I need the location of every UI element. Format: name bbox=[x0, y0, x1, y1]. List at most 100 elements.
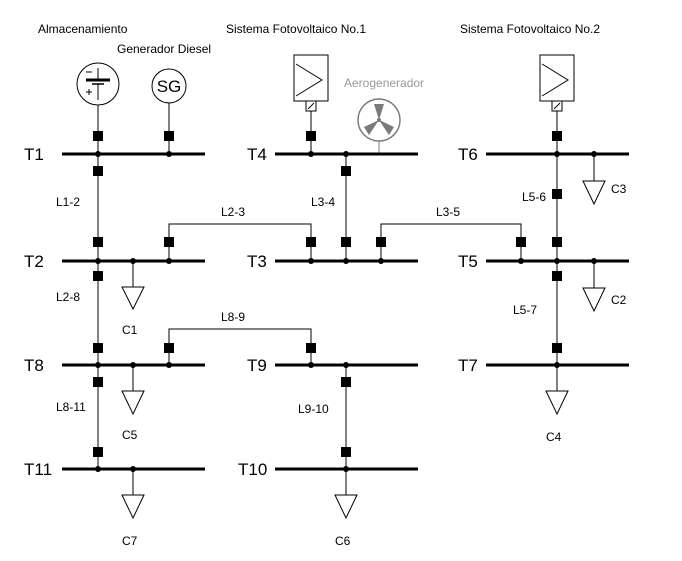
line-label-l5-7: L5-7 bbox=[513, 303, 537, 317]
pv-panel-2-icon bbox=[539, 54, 575, 112]
breaker-17 bbox=[93, 343, 103, 353]
junction-dot-15 bbox=[591, 258, 597, 264]
pv-system-1-label: Sistema Fotovoltaico No.1 bbox=[226, 22, 366, 36]
diesel-generator-icon: SG bbox=[151, 68, 187, 104]
breaker-6 bbox=[341, 166, 351, 176]
line-label-l2-3: L2-3 bbox=[221, 205, 245, 219]
junction-dot-22 bbox=[95, 466, 101, 472]
load-c7 bbox=[121, 469, 145, 520]
junctions-group bbox=[95, 151, 597, 472]
line-l8-9 bbox=[168, 328, 312, 365]
bus-label-t2: T2 bbox=[24, 252, 44, 271]
line-label-l3-4: L3-4 bbox=[311, 195, 335, 209]
junction-dot-10 bbox=[308, 258, 314, 264]
breaker-14 bbox=[516, 237, 526, 247]
bus-label-t7: T7 bbox=[458, 356, 478, 375]
load-label-c7: C7 bbox=[122, 534, 138, 548]
junction-dot-8 bbox=[130, 258, 136, 264]
line-label-l8-9: L8-9 bbox=[221, 310, 245, 324]
bus-label-t8: T8 bbox=[24, 356, 44, 375]
junction-dot-4 bbox=[343, 151, 349, 157]
breaker-18 bbox=[93, 377, 103, 387]
breaker-23 bbox=[93, 447, 103, 457]
load-label-c1: C1 bbox=[122, 323, 138, 337]
breaker-16 bbox=[552, 271, 562, 281]
junction-dot-23 bbox=[130, 466, 136, 472]
load-label-c2: C2 bbox=[611, 293, 627, 307]
pv-system-2-label: Sistema Fotovoltaico No.2 bbox=[460, 22, 600, 36]
line-label-l2-8: L2-8 bbox=[56, 290, 80, 304]
bus-label-t1: T1 bbox=[24, 145, 44, 164]
breaker-22 bbox=[552, 343, 562, 353]
junction-dot-6 bbox=[591, 151, 597, 157]
line-l2-3 bbox=[168, 223, 312, 261]
sg-symbol-text: SG bbox=[157, 77, 182, 96]
load-c1 bbox=[121, 261, 145, 311]
line-l3-5 bbox=[380, 223, 522, 261]
load-label-c5: C5 bbox=[122, 428, 138, 442]
breaker-21 bbox=[341, 377, 351, 387]
storage-label: Almacenamiento bbox=[38, 22, 128, 36]
junction-dot-2 bbox=[166, 151, 172, 157]
breaker-4 bbox=[306, 131, 316, 141]
junction-dot-21 bbox=[554, 362, 560, 368]
junction-dot-13 bbox=[518, 258, 524, 264]
breaker-8 bbox=[93, 237, 103, 247]
breaker-12 bbox=[341, 237, 351, 247]
breaker-9 bbox=[93, 271, 103, 281]
bus-label-t3: T3 bbox=[247, 252, 267, 271]
wind-generator-label: Aerogenerador bbox=[344, 76, 424, 90]
junction-dot-9 bbox=[166, 258, 172, 264]
junction-dot-7 bbox=[95, 258, 101, 264]
line-label-l8-11: L8-11 bbox=[56, 400, 86, 414]
junction-dot-18 bbox=[166, 362, 172, 368]
breaker-7 bbox=[552, 189, 562, 199]
breaker-20 bbox=[306, 343, 316, 353]
breaker-10 bbox=[164, 237, 174, 247]
line-label-l1-2: L1-2 bbox=[56, 195, 80, 209]
line-label-l5-6: L5-6 bbox=[522, 190, 546, 204]
line-label-l3-5: L3-5 bbox=[436, 205, 460, 219]
pv-panel-1-icon bbox=[293, 54, 329, 112]
load-c5 bbox=[121, 365, 145, 416]
junction-dot-12 bbox=[378, 258, 384, 264]
bus-label-t11: T11 bbox=[24, 460, 52, 479]
breaker-19 bbox=[164, 343, 174, 353]
breakers-group bbox=[93, 131, 562, 457]
bus-label-t10: T10 bbox=[238, 460, 267, 479]
junction-dot-11 bbox=[343, 258, 349, 264]
line-label-l9-10: L9-10 bbox=[298, 402, 329, 416]
breaker-5 bbox=[552, 131, 562, 141]
load-c2 bbox=[582, 261, 606, 313]
junction-dot-14 bbox=[554, 258, 560, 264]
breaker-11 bbox=[306, 237, 316, 247]
junction-dot-17 bbox=[130, 362, 136, 368]
bus-label-t9: T9 bbox=[247, 356, 267, 375]
breaker-1 bbox=[93, 131, 103, 141]
junction-dot-16 bbox=[95, 362, 101, 368]
breaker-3 bbox=[164, 131, 174, 141]
junction-dot-20 bbox=[343, 362, 349, 368]
junction-dot-5 bbox=[554, 151, 560, 157]
breaker-24 bbox=[341, 447, 351, 457]
junction-dot-3 bbox=[308, 151, 314, 157]
breaker-13 bbox=[376, 237, 386, 247]
load-c3 bbox=[582, 154, 606, 206]
wind-turbine-icon bbox=[357, 98, 401, 142]
bus-label-t5: T5 bbox=[458, 252, 478, 271]
breaker-2 bbox=[93, 166, 103, 176]
bus-label-t4: T4 bbox=[247, 145, 267, 164]
storage-battery-icon bbox=[76, 62, 120, 106]
load-label-c3: C3 bbox=[611, 182, 627, 196]
bus-label-t6: T6 bbox=[458, 145, 478, 164]
load-c4 bbox=[545, 365, 569, 416]
junction-dot-1 bbox=[95, 151, 101, 157]
load-label-c4: C4 bbox=[546, 430, 562, 444]
junction-dot-19 bbox=[308, 362, 314, 368]
load-c6 bbox=[334, 469, 358, 520]
diesel-generator-label: Generador Diesel bbox=[117, 42, 211, 56]
breaker-15 bbox=[552, 237, 562, 247]
junction-dot-24 bbox=[343, 466, 349, 472]
load-label-c6: C6 bbox=[335, 534, 351, 548]
